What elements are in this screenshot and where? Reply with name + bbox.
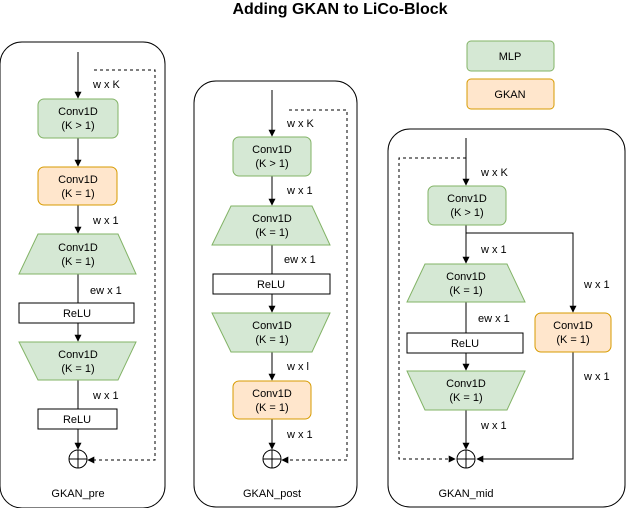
node-label: Conv1D <box>58 242 98 254</box>
sum-icon <box>68 449 88 469</box>
block-gkan-mid: Conv1D (K > 1) Conv1D (K = 1) ReLU Conv1… <box>387 128 626 508</box>
relu-node <box>406 332 524 354</box>
node-sublabel: (K = 1) <box>61 256 94 268</box>
conv1d-k-gt-1-node <box>427 185 507 226</box>
residual-skip-edge <box>87 69 156 464</box>
gkan-conv1d-node <box>534 312 612 353</box>
edge-label: w x K <box>92 79 121 91</box>
edge-label: w x K <box>286 118 315 130</box>
node-sublabel: (K = 1) <box>61 188 94 200</box>
edge-label: w x 1 <box>480 420 507 432</box>
node-sublabel: (K > 1) <box>61 120 94 132</box>
node-sublabel: (K = 1) <box>255 402 288 414</box>
edge-label: w x 1 <box>480 244 507 256</box>
node-label: Conv1D <box>252 144 292 156</box>
edge-label: w x 1 <box>583 371 610 383</box>
relu-node <box>212 273 331 295</box>
node-label: Conv1D <box>58 174 98 186</box>
sum-icon <box>456 449 476 469</box>
block-container <box>0 41 166 508</box>
edge-label: w x K <box>480 167 509 179</box>
relu-node <box>37 408 118 430</box>
node-sublabel: (K = 1) <box>449 285 482 297</box>
edge-label: w x l <box>286 361 309 373</box>
gkan-conv1d-node <box>37 166 118 206</box>
node-sublabel: (K = 1) <box>255 227 288 239</box>
conv1d-expand-trapezoid <box>18 233 137 275</box>
node-label: Conv1D <box>58 349 98 361</box>
node-sublabel: (K = 1) <box>255 334 288 346</box>
node-sublabel: (K > 1) <box>255 158 288 170</box>
node-label: Conv1D <box>446 378 486 390</box>
diagram-title: Adding GKAN to LiCo-Block <box>232 1 447 18</box>
residual-skip-edge <box>281 109 348 464</box>
block-gkan-pre: Conv1D (K > 1) Conv1D (K = 1) Conv1D (K … <box>0 41 166 508</box>
edge-label: w x 1 <box>286 185 313 197</box>
sum-icon <box>262 449 282 469</box>
node-label: Conv1D <box>252 320 292 332</box>
residual-skip-edge <box>398 157 466 463</box>
node-label: ReLU <box>257 279 285 291</box>
node-label: Conv1D <box>252 213 292 225</box>
node-label: ReLU <box>451 338 479 350</box>
node-label: Conv1D <box>58 106 98 118</box>
conv1d-k-gt-1-node <box>37 98 119 139</box>
node-label: Conv1D <box>553 320 593 332</box>
edge-label: w x 1 <box>583 279 610 291</box>
legend: MLP GKAN <box>466 40 555 110</box>
conv1d-expand-trapezoid <box>406 263 526 303</box>
conv1d-reduce-trapezoid <box>18 341 137 381</box>
block-name: GKAN_pre <box>51 488 104 500</box>
node-label: Conv1D <box>446 271 486 283</box>
edge-label: w x 1 <box>92 390 119 402</box>
legend-mlp-label: MLP <box>499 51 522 63</box>
node-sublabel: (K = 1) <box>61 363 94 375</box>
edge-label: w x 1 <box>286 429 313 441</box>
gkan-branch-return-edge <box>476 352 574 463</box>
node-sublabel: (K > 1) <box>450 207 483 219</box>
gkan-conv1d-node <box>232 380 312 420</box>
conv1d-expand-trapezoid <box>211 205 331 246</box>
conv1d-reduce-trapezoid <box>406 370 526 411</box>
relu-node <box>18 302 135 324</box>
legend-gkan-label: GKAN <box>494 89 525 101</box>
conv1d-reduce-trapezoid <box>211 312 331 353</box>
edge-label: ew x 1 <box>90 285 122 297</box>
node-label: Conv1D <box>447 193 487 205</box>
edge-label: w x 1 <box>92 215 119 227</box>
edge-label: ew x 1 <box>284 254 316 266</box>
node-sublabel: (K = 1) <box>556 334 589 346</box>
node-label: ReLU <box>63 308 91 320</box>
node-label: Conv1D <box>252 388 292 400</box>
block-gkan-post: Conv1D (K > 1) Conv1D (K = 1) ReLU Conv1… <box>193 80 358 508</box>
conv1d-k-gt-1-node <box>232 136 312 177</box>
block-name: GKAN_post <box>243 488 301 500</box>
node-label: ReLU <box>63 414 91 426</box>
legend-mlp-swatch <box>466 40 555 72</box>
block-name: GKAN_mid <box>438 488 493 500</box>
gkan-branch-edge <box>466 232 577 313</box>
node-sublabel: (K = 1) <box>449 392 482 404</box>
edge-label: ew x 1 <box>478 313 510 325</box>
legend-gkan-swatch <box>466 78 555 110</box>
